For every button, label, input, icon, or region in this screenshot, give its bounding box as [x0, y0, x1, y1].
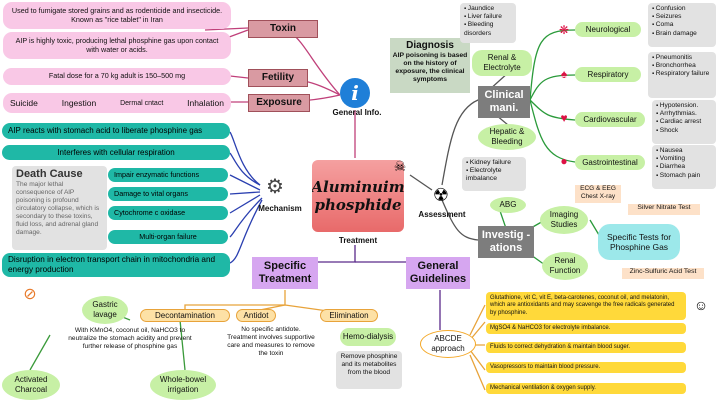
specific-treatment-node: Specific Treatment — [252, 257, 318, 289]
resp-items: PneumonitisBronchorrheaRespiratory failu… — [648, 52, 716, 98]
center-title: Aluminuim phosphide — [312, 160, 404, 232]
general-info-label: General Info. — [332, 108, 382, 117]
decontamination-node: Decontamination — [140, 309, 230, 322]
guideline-ventilation: Mechanical ventilation & oxygen supply. — [486, 383, 686, 394]
specific-tests-node: Specific Tests for Phosphine Gas — [598, 224, 680, 260]
silver-nitrate-node: Silver Nitrate Test — [628, 204, 700, 215]
respiratory-node: Respiratory — [575, 67, 641, 82]
neuro-items: ConfusionSeizuresComaBrain damage — [648, 3, 716, 47]
treatment-label: Treatment — [338, 236, 378, 245]
whole-bowel-node: Whole-bowel irrigation — [150, 370, 216, 400]
decon-text: With KMnO4, coconut oil, NaHCO3 to neutr… — [68, 327, 192, 350]
cardio-items: Hypotension.Arrhythmias.Cardiac arrestSh… — [652, 100, 716, 144]
zinc-sulfuric-node: Zinc-Sulfuric Acid Test — [622, 268, 704, 279]
diagnosis-card: Diagnosis AIP poisoning is based on the … — [390, 38, 470, 93]
gastric-lavage-node: Gastric lavage — [82, 296, 128, 324]
fetility-text: Fatal dose for a 70 kg adult is 150–500 … — [3, 68, 231, 85]
mech-item-liberate: AIP reacts with stomach acid to liberate… — [2, 123, 230, 139]
no-icon: ⊘ — [23, 286, 37, 303]
mech-item-respiration: Interferes with cellular respiration — [2, 145, 230, 160]
stomach-icon: ● — [560, 154, 568, 168]
exposure-routes: Suicide Ingestion Dermal cntact Inhalati… — [3, 93, 231, 113]
guideline-antioxidants: Glutathione, vit C, vit E, beta-carotene… — [486, 292, 686, 320]
mech-item-cytochrome: Cytochrome c oxidase — [108, 206, 228, 220]
hemo-text: Remove phosphine and its metabolites fro… — [336, 351, 402, 389]
route-dermal: Dermal cntact — [120, 99, 164, 107]
guideline-vasopressors: Vasopressors to maintain blood pressure. — [486, 362, 686, 373]
investigations-node: Investig -ations — [478, 226, 534, 258]
renal-electrolyte-node: Renal & Electrolyte — [472, 50, 532, 76]
abg-node: ABG — [490, 197, 526, 213]
hepatic-bleeding-node: Hepatic & Bleeding — [478, 124, 536, 150]
gastrointestinal-node: Gastrointestinal — [575, 155, 645, 170]
route-suicide: Suicide — [10, 97, 38, 108]
guideline-mgso4: MgSO4 & NaHCO3 for electrolyte imbalance… — [486, 323, 686, 334]
diagnosis-text: AIP poisoning is based on the history of… — [392, 52, 468, 84]
doctor-icon: ☺ — [693, 297, 709, 313]
mechanism-label: Mechanism — [258, 204, 302, 213]
general-guidelines-node: General Guidelines — [406, 257, 470, 289]
route-inhalation: Inhalation — [187, 97, 224, 108]
toxin-label: Toxin — [248, 20, 318, 38]
death-cause-title: Death Cause — [16, 168, 83, 180]
lungs-icon: ♠ — [560, 67, 568, 81]
hepatic-items: Kidney failureElectrolyte imbalance — [462, 157, 526, 191]
elimination-node: Elimination — [320, 309, 378, 322]
imaging-node: Imaging Studies — [540, 206, 588, 234]
skull-icon: ☠ — [393, 158, 407, 174]
mech-item-organs: Damage to vital organs — [108, 187, 228, 201]
hemodialysis-node: Hemo-dialysis — [340, 328, 396, 346]
antidot-node: Antidot — [236, 309, 276, 322]
renal-function-node: Renal Function — [542, 252, 588, 280]
activated-charcoal-node: Activated Charcoal — [2, 370, 60, 400]
gastro-items: NauseaVomitingDiarrheaStomach pain — [652, 145, 716, 189]
gears-icon: ⚙ — [266, 176, 284, 198]
antidot-text: No specific antidote. Treatment involves… — [227, 326, 315, 357]
fetility-label: Fetility — [248, 69, 308, 87]
abcde-node: ABCDE approach — [420, 330, 476, 358]
cardiovascular-node: Cardiovascular — [575, 112, 645, 127]
death-cause-card: Death Cause The major lethal consequence… — [12, 166, 107, 250]
route-ingestion: Ingestion — [61, 97, 97, 108]
mech-item-enzymatic: Impair enzymatic functions — [108, 168, 228, 182]
mech-item-multi-organ: Multi-organ failure — [108, 230, 228, 244]
heart-icon: ♥ — [560, 111, 568, 125]
toxin-item-grains: Used to fumigate stored grains and as ro… — [3, 2, 231, 29]
ecg-node: ECG & EEG Chest X-ray — [575, 185, 621, 203]
exposure-label: Exposure — [248, 94, 310, 112]
clinical-mani-node: Clinical mani. — [478, 86, 530, 118]
mech-item-electron: Disruption in electron transport chain i… — [2, 253, 230, 277]
info-icon: i — [340, 78, 370, 108]
diagnosis-title: Diagnosis — [406, 40, 454, 51]
assessment-icon: ☢ — [432, 185, 450, 205]
guideline-fluids: Fluids to correct dehydration & maintain… — [486, 342, 686, 353]
renal-items: JaundiceLiver failureBleeding disorders — [460, 3, 516, 43]
assessment-label: Assessment — [418, 210, 466, 219]
brain-icon: ❋ — [558, 23, 570, 37]
death-cause-text: The major lethal consequence of AlP pois… — [16, 181, 100, 236]
neurological-node: Neurological — [575, 22, 641, 37]
toxin-item-highly-toxic: AIP is highly toxic, producing lethal ph… — [3, 32, 231, 59]
